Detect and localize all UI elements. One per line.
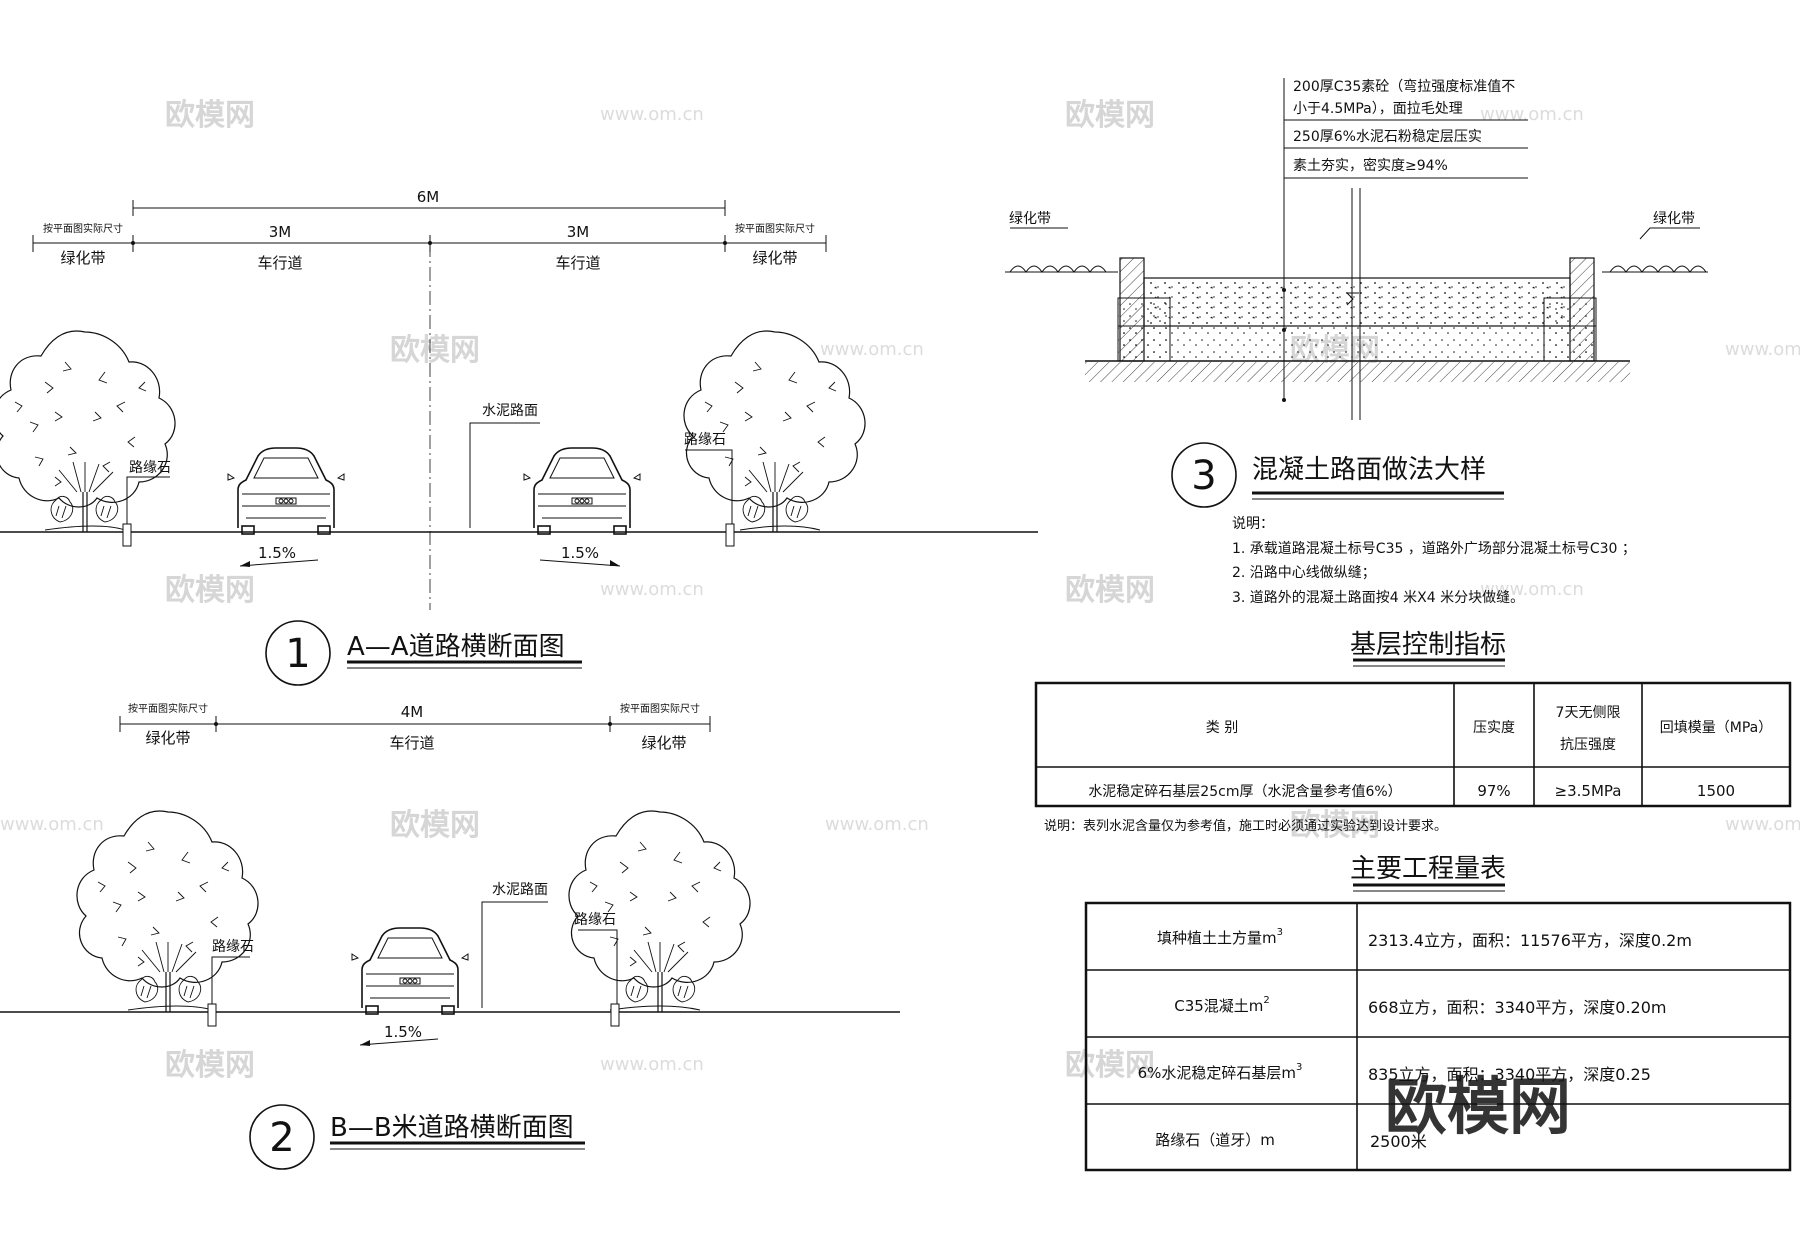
section-number: 1 (285, 631, 310, 677)
green-belt-right-label: 绿化带 (1653, 211, 1695, 227)
watermark-url: www.om.cn (600, 104, 704, 125)
watermark-layer: 欧模网 www.om.cn 欧模网 www.om.cn 欧模网 www.om.c… (0, 98, 1800, 1083)
note-1: 1. 承载道路混凝土标号C35 ，道路外广场部分混凝土标号C30 ； (1232, 541, 1636, 557)
section-number-circle (265, 620, 331, 686)
watermark-url: www.om.cn (820, 339, 924, 360)
qty-item: 6%水泥稳定碎石基层m3 (1138, 1062, 1303, 1082)
watermark-logo: 欧模网 (165, 1048, 255, 1083)
curb-right-label: 路缘石 (574, 912, 616, 928)
watermark-url: www.om.cn (1480, 104, 1584, 125)
layer2: 250厚6%水泥石粉稳定层压实 (1293, 129, 1482, 145)
qty-value: 2500米 (1370, 1132, 1427, 1151)
section-number: 3 (1191, 453, 1216, 499)
dim-right-lane: 3M (567, 223, 590, 241)
note-3: 3. 道路外的混凝土路面按4 米X4 米分块做缝。 (1232, 590, 1524, 606)
base-control-table: 基层控制指标 类 别 压实度 7天无侧限 抗压强度 回填模量（MPa） 水泥稳定… (1034, 630, 1792, 834)
tree-icon (0, 330, 176, 533)
car-icon (523, 447, 641, 535)
green-belt-left-label: 绿化带 (60, 249, 105, 267)
dim-lane: 4M (401, 703, 424, 721)
section-number-circle (249, 1104, 315, 1170)
curb-left-label: 路缘石 (212, 939, 254, 955)
car-icon (351, 927, 469, 1015)
section-title: A—A道路横断面图 (347, 632, 565, 662)
watermark-url: www.om.cn (825, 814, 929, 835)
table-cell: 水泥稳定碎石基层25cm厚（水泥含量参考值6%） (1088, 783, 1401, 800)
green-belt-right-label: 绿化带 (641, 734, 686, 752)
qty-value: 835立方，面积：3340平方，深度0.25 (1368, 1065, 1651, 1084)
section-title: 混凝土路面做法大样 (1252, 455, 1486, 485)
side-note-left: 按平面图实际尺寸 (128, 702, 208, 715)
watermark-logo: 欧模网 (1065, 98, 1155, 133)
lane-label: 车行道 (389, 734, 434, 752)
pavement-label: 水泥路面 (492, 882, 548, 898)
watermark-logo: 欧模网 (1065, 573, 1155, 608)
watermark-url: www.om.cn (1480, 579, 1584, 600)
watermark-logo: 欧模网 (1065, 1048, 1155, 1083)
slope: 1.5% (384, 1023, 422, 1041)
watermark-logo: 欧模网 (165, 573, 255, 608)
tree-icon (76, 810, 259, 1013)
dim-left-lane: 3M (269, 223, 292, 241)
table-title: 主要工程量表 (1350, 854, 1506, 884)
car-icon (227, 447, 345, 535)
watermark-logo: 欧模网 (165, 98, 255, 133)
qty-item: 路缘石（道牙）m (1155, 1131, 1275, 1149)
side-note-right: 按平面图实际尺寸 (735, 222, 815, 235)
watermark-logo: 欧模网 (390, 333, 480, 368)
section-concrete-detail: 200厚C35素砼（弯拉强度标准值不 小于4.5MPa），面拉毛处理 250厚6… (1005, 78, 1708, 606)
lane-left-label: 车行道 (257, 254, 302, 272)
section-b-b: 4M 按平面图实际尺寸 按平面图实际尺寸 绿化带 绿化带 车行道 路缘石 路缘石… (0, 702, 900, 1170)
green-belt-left-label: 绿化带 (1009, 211, 1051, 227)
watermark-url: www.om.cn (600, 579, 704, 600)
table-cell: 1500 (1697, 782, 1735, 800)
section-number: 2 (269, 1115, 294, 1161)
watermark-logo: 欧模网 (1290, 808, 1380, 843)
curb-right-label: 路缘石 (684, 432, 726, 448)
qty-item: 填种植土土方量m3 (1157, 927, 1283, 947)
watermark-url: www.om.cn (600, 1054, 704, 1075)
slope-right: 1.5% (561, 544, 599, 562)
table-cell: 97% (1477, 782, 1510, 800)
layer1-line1: 200厚C35素砼（弯拉强度标准值不 (1293, 78, 1515, 95)
layer3: 素土夯实，密实度≥94% (1293, 157, 1448, 174)
side-note-left: 按平面图实际尺寸 (43, 222, 123, 235)
table-header: 压实度 (1473, 720, 1515, 736)
curb-left-label: 路缘石 (129, 460, 171, 476)
qty-value: 2313.4立方，面积：11576平方，深度0.2m (1368, 931, 1692, 950)
section-number-circle (1171, 442, 1237, 508)
green-belt-left-label: 绿化带 (145, 729, 190, 747)
table-cell: ≥3.5MPa (1555, 782, 1622, 800)
table-note: 说明：表列水泥含量仅为参考值，施工时必须通过实验达到设计要求。 (1044, 818, 1447, 834)
pavement-label: 水泥路面 (482, 403, 538, 419)
notes-title: 说明： (1232, 516, 1274, 532)
logo-watermark: 欧模网 (1385, 1070, 1571, 1143)
watermark-url: www.om.cn (0, 814, 104, 835)
watermark-url: www.om.cn (1725, 814, 1800, 835)
green-belt-right-label: 绿化带 (752, 249, 797, 267)
dim-total: 6M (417, 188, 440, 206)
layer1-line2: 小于4.5MPa），面拉毛处理 (1293, 101, 1463, 117)
table-header: 抗压强度 (1560, 737, 1616, 753)
table-header: 类 别 (1206, 720, 1238, 736)
lane-right-label: 车行道 (555, 254, 600, 272)
watermark-url: www.om.cn (1725, 339, 1800, 360)
section-title: B—B米道路横断面图 (330, 1113, 574, 1143)
side-note-right: 按平面图实际尺寸 (620, 702, 700, 715)
qty-value: 668立方，面积：3340平方，深度0.20m (1368, 998, 1666, 1017)
table-title: 基层控制指标 (1350, 630, 1506, 660)
note-2: 2. 沿路中心线做纵缝； (1232, 565, 1376, 581)
quantity-table: 主要工程量表 填种植土土方量m3 C35混凝土m2 6%水泥稳定碎石基层m3 路… (1084, 854, 1792, 1172)
section-a-a: 6M 3M 3M 按平面图实际尺寸 按平面图实际尺寸 绿化带 绿化带 车行道 车… (0, 188, 1038, 686)
table-header: 7天无侧限 (1556, 705, 1621, 721)
slope-left: 1.5% (258, 544, 296, 562)
table-header: 回填模量（MPa） (1660, 720, 1772, 736)
watermark-logo: 欧模网 (390, 808, 480, 843)
qty-item: C35混凝土m2 (1174, 995, 1270, 1015)
